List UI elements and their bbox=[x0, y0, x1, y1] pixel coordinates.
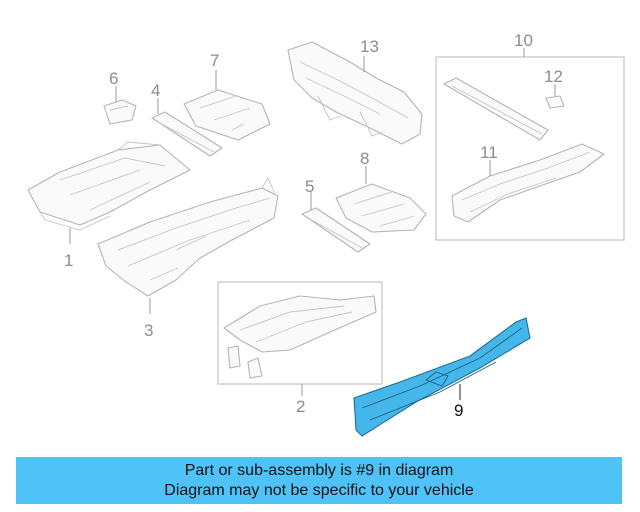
info-banner: Part or sub-assembly is #9 in diagram Di… bbox=[16, 457, 622, 504]
part-2-floor-section[interactable] bbox=[223, 295, 377, 379]
parts-diagram: 1 4 6 7 3 13 8 5 bbox=[27, 31, 625, 437]
callout-1: 1 bbox=[64, 251, 73, 270]
callout-5: 5 bbox=[305, 177, 314, 196]
part-9-highlighted-sill[interactable] bbox=[353, 317, 531, 437]
callout-11: 11 bbox=[480, 143, 498, 162]
callout-7: 7 bbox=[210, 51, 219, 70]
callout-6: 6 bbox=[109, 69, 118, 88]
part-12-plate[interactable] bbox=[545, 95, 565, 109]
callout-12: 12 bbox=[544, 67, 563, 86]
callout-4: 4 bbox=[151, 81, 160, 100]
group-box-10 bbox=[435, 56, 625, 241]
part-11-side-member[interactable] bbox=[451, 143, 605, 223]
part-6-clip[interactable] bbox=[103, 99, 137, 125]
part-13-rear-frame[interactable] bbox=[287, 41, 423, 145]
group-box-2 bbox=[217, 281, 383, 385]
part-7-floor-panel[interactable] bbox=[183, 89, 271, 141]
callout-13: 13 bbox=[360, 37, 379, 56]
callout-2: 2 bbox=[296, 397, 305, 416]
banner-line-1: Part or sub-assembly is #9 in diagram bbox=[184, 462, 454, 479]
part-10-crossmember[interactable] bbox=[443, 77, 549, 141]
callout-10: 10 bbox=[514, 31, 533, 50]
callout-9: 9 bbox=[454, 401, 463, 420]
callout-8: 8 bbox=[360, 149, 369, 168]
part-8-rear-floor[interactable] bbox=[335, 183, 427, 233]
part-3-center-floor[interactable] bbox=[97, 177, 279, 297]
part-4-bracket[interactable] bbox=[151, 111, 223, 157]
banner-line-2: Diagram may not be specific to your vehi… bbox=[164, 482, 474, 499]
callout-3: 3 bbox=[144, 321, 153, 340]
part-1-floor-pan[interactable] bbox=[27, 141, 191, 231]
